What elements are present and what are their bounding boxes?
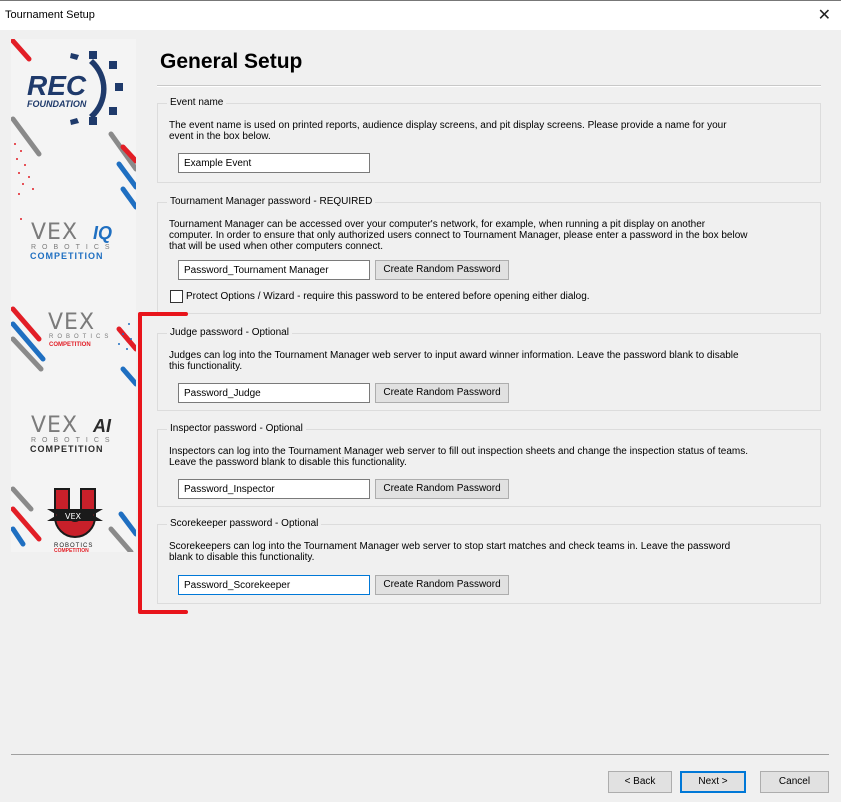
title-bar: Tournament Setup ✕ <box>0 0 841 30</box>
annotation-bracket-bottom <box>138 610 188 614</box>
group-label-tm-password: Tournament Manager password - REQUIRED <box>167 196 376 207</box>
group-inspector-password: Inspector password - Optional Inspectors… <box>157 423 821 507</box>
branding-logos-image: REC FOUNDATION VEX IQ ROBOTICS COMPETITI… <box>11 39 136 552</box>
judge-password-input[interactable] <box>178 383 370 403</box>
scorekeeper-password-description: Scorekeepers can log into the Tournament… <box>169 541 731 563</box>
svg-text:VEX: VEX <box>31 413 78 438</box>
next-button[interactable]: Next > <box>680 771 746 793</box>
group-label-inspector-password: Inspector password - Optional <box>167 423 306 434</box>
svg-text:VEX: VEX <box>31 220 78 245</box>
event-name-description: The event name is used on printed report… <box>169 120 727 142</box>
close-icon[interactable]: ✕ <box>817 5 831 24</box>
svg-text:REC: REC <box>27 70 87 101</box>
group-event-name: Event name The event name is used on pri… <box>157 97 821 183</box>
svg-text:IQ: IQ <box>93 223 112 243</box>
annotation-bracket-top <box>138 312 188 316</box>
svg-text:VEX: VEX <box>48 310 95 335</box>
svg-text:ROBOTICS: ROBOTICS <box>31 244 116 251</box>
group-judge-password: Judge password - Optional Judges can log… <box>157 327 821 411</box>
svg-text:COMPETITION: COMPETITION <box>49 342 91 348</box>
svg-text:FOUNDATION: FOUNDATION <box>27 99 87 109</box>
cancel-button[interactable]: Cancel <box>760 771 829 793</box>
footer-divider <box>11 754 829 755</box>
scorekeeper-password-input[interactable] <box>178 575 370 595</box>
tm-create-random-password-button[interactable]: Create Random Password <box>375 260 509 280</box>
svg-text:COMPETITION: COMPETITION <box>30 444 104 454</box>
title-divider <box>157 85 821 87</box>
svg-text:ROBOTICS: ROBOTICS <box>31 437 116 444</box>
judge-create-random-password-button[interactable]: Create Random Password <box>375 383 509 403</box>
judge-password-description: Judges can log into the Tournament Manag… <box>169 350 739 372</box>
group-scorekeeper-password: Scorekeeper password - Optional Scorekee… <box>157 518 821 604</box>
svg-text:COMPETITION: COMPETITION <box>30 251 104 261</box>
inspector-create-random-password-button[interactable]: Create Random Password <box>375 479 509 499</box>
protect-options-label[interactable]: Protect Options / Wizard - require this … <box>186 291 590 302</box>
inspector-password-description: Inspectors can log into the Tournament M… <box>169 446 749 468</box>
svg-text:ROBOTICS: ROBOTICS <box>54 543 93 549</box>
inspector-password-input[interactable] <box>178 479 370 499</box>
branding-panel: REC FOUNDATION VEX IQ ROBOTICS COMPETITI… <box>11 39 136 552</box>
group-label-scorekeeper-password: Scorekeeper password - Optional <box>167 518 322 529</box>
event-name-input[interactable] <box>178 153 370 173</box>
annotation-bracket-vertical <box>138 313 142 613</box>
svg-text:AI: AI <box>92 416 112 436</box>
tm-password-input[interactable] <box>178 260 370 280</box>
window-title: Tournament Setup <box>5 9 95 21</box>
page-title: General Setup <box>160 50 303 73</box>
group-label-judge-password: Judge password - Optional <box>167 327 292 338</box>
protect-options-checkbox[interactable] <box>170 290 183 303</box>
group-tm-password: Tournament Manager password - REQUIRED T… <box>157 196 821 314</box>
svg-text:VEX: VEX <box>65 512 82 521</box>
scorekeeper-create-random-password-button[interactable]: Create Random Password <box>375 575 509 595</box>
svg-text:COMPETITION: COMPETITION <box>54 548 89 552</box>
svg-text:ROBOTICS: ROBOTICS <box>49 334 112 340</box>
back-button[interactable]: < Back <box>608 771 672 793</box>
tm-password-description: Tournament Manager can be accessed over … <box>169 219 748 252</box>
group-label-event-name: Event name <box>167 97 227 108</box>
